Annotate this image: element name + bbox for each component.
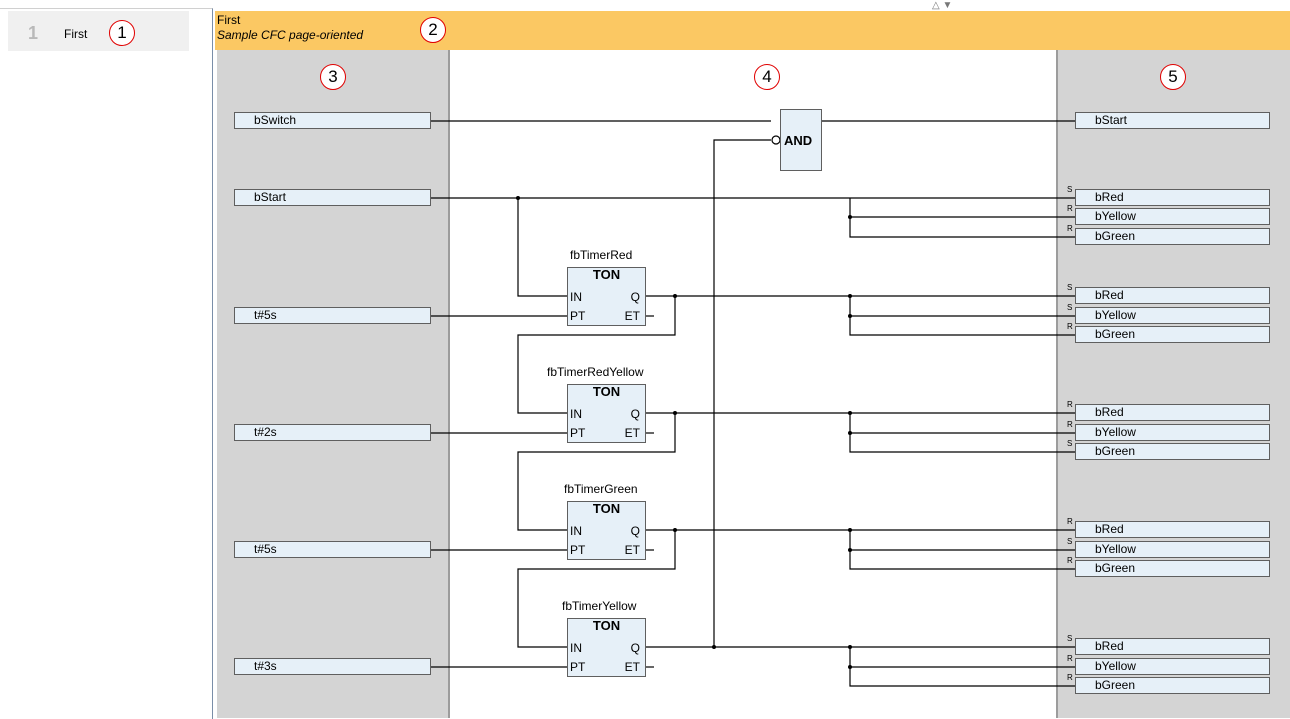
output-var[interactable]: bRed xyxy=(1075,287,1270,304)
output-var[interactable]: bGreen xyxy=(1075,560,1270,577)
page-item-first[interactable] xyxy=(8,11,189,51)
pin-pt: PT xyxy=(570,660,586,674)
timer-instance-name: fbTimerGreen xyxy=(564,482,638,496)
input-var[interactable]: t#2s xyxy=(234,424,431,441)
set-reset-tag: R xyxy=(1067,322,1073,331)
set-reset-tag: R xyxy=(1067,654,1073,663)
set-reset-tag: R xyxy=(1067,517,1073,526)
input-var[interactable]: bSwitch xyxy=(234,112,431,129)
timer-block[interactable]: TON IN Q PT ET xyxy=(567,267,646,326)
output-var[interactable]: bGreen xyxy=(1075,677,1270,694)
callout-4: 4 xyxy=(754,64,780,90)
page-header xyxy=(215,11,1290,50)
pin-q: Q xyxy=(630,290,640,304)
pin-in: IN xyxy=(570,641,582,655)
set-reset-tag: R xyxy=(1067,400,1073,409)
output-var[interactable]: bYellow xyxy=(1075,307,1270,324)
output-var[interactable]: bGreen xyxy=(1075,228,1270,245)
page-list xyxy=(0,8,213,719)
and-label: AND xyxy=(784,133,813,148)
set-reset-tag: S xyxy=(1067,537,1073,546)
set-reset-tag: R xyxy=(1067,204,1073,213)
output-var[interactable]: bStart xyxy=(1075,112,1270,129)
output-var[interactable]: bRed xyxy=(1075,189,1270,206)
page-number: 1 xyxy=(28,23,39,43)
callout-1: 1 xyxy=(109,20,135,46)
callout-2: 2 xyxy=(420,17,446,43)
input-area xyxy=(217,50,450,718)
output-var[interactable]: bRed xyxy=(1075,638,1270,655)
output-var[interactable]: bRed xyxy=(1075,404,1270,421)
pin-et: ET xyxy=(624,426,640,440)
pin-in: IN xyxy=(570,290,582,304)
timer-block[interactable]: TON IN Q PT ET xyxy=(567,618,646,677)
and-block[interactable]: AND xyxy=(780,109,822,171)
pin-pt: PT xyxy=(570,309,586,323)
timer-type: TON xyxy=(592,501,621,516)
page-subtitle: Sample CFC page-oriented xyxy=(217,28,364,42)
set-reset-tag: R xyxy=(1067,224,1073,233)
pin-in: IN xyxy=(570,524,582,538)
pin-et: ET xyxy=(624,309,640,323)
scroll-up-down-icon[interactable]: △ ▼ xyxy=(932,0,953,11)
callout-5: 5 xyxy=(1160,64,1186,90)
output-var[interactable]: bGreen xyxy=(1075,443,1270,460)
set-reset-tag: S xyxy=(1067,303,1073,312)
input-var[interactable]: bStart xyxy=(234,189,431,206)
pin-q: Q xyxy=(630,524,640,538)
pin-in: IN xyxy=(570,407,582,421)
negation-circle xyxy=(771,135,781,145)
set-reset-tag: S xyxy=(1067,634,1073,643)
callout-3: 3 xyxy=(320,64,346,90)
pin-pt: PT xyxy=(570,426,586,440)
timer-type: TON xyxy=(592,384,621,399)
timer-instance-name: fbTimerYellow xyxy=(562,599,637,613)
output-var[interactable]: bYellow xyxy=(1075,208,1270,225)
pin-pt: PT xyxy=(570,543,586,557)
output-var[interactable]: bYellow xyxy=(1075,658,1270,675)
output-var[interactable]: bGreen xyxy=(1075,326,1270,343)
output-var[interactable]: bRed xyxy=(1075,521,1270,538)
set-reset-tag: S xyxy=(1067,283,1073,292)
page-label: First xyxy=(64,27,88,41)
pin-q: Q xyxy=(630,641,640,655)
timer-block[interactable]: TON IN Q PT ET xyxy=(567,384,646,443)
input-var[interactable]: t#5s xyxy=(234,307,431,324)
timer-type: TON xyxy=(592,618,621,633)
pin-et: ET xyxy=(624,660,640,674)
input-var[interactable]: t#3s xyxy=(234,658,431,675)
set-reset-tag: R xyxy=(1067,556,1073,565)
set-reset-tag: S xyxy=(1067,185,1073,194)
pin-q: Q xyxy=(630,407,640,421)
set-reset-tag: S xyxy=(1067,439,1073,448)
output-var[interactable]: bYellow xyxy=(1075,424,1270,441)
input-var[interactable]: t#5s xyxy=(234,541,431,558)
pin-et: ET xyxy=(624,543,640,557)
set-reset-tag: R xyxy=(1067,673,1073,682)
timer-type: TON xyxy=(592,267,621,282)
output-area xyxy=(1056,50,1290,718)
timer-instance-name: fbTimerRed xyxy=(570,248,633,262)
timer-block[interactable]: TON IN Q PT ET xyxy=(567,501,646,560)
timer-instance-name: fbTimerRedYellow xyxy=(547,365,644,379)
page-title: First xyxy=(217,13,241,27)
output-var[interactable]: bYellow xyxy=(1075,541,1270,558)
set-reset-tag: R xyxy=(1067,420,1073,429)
